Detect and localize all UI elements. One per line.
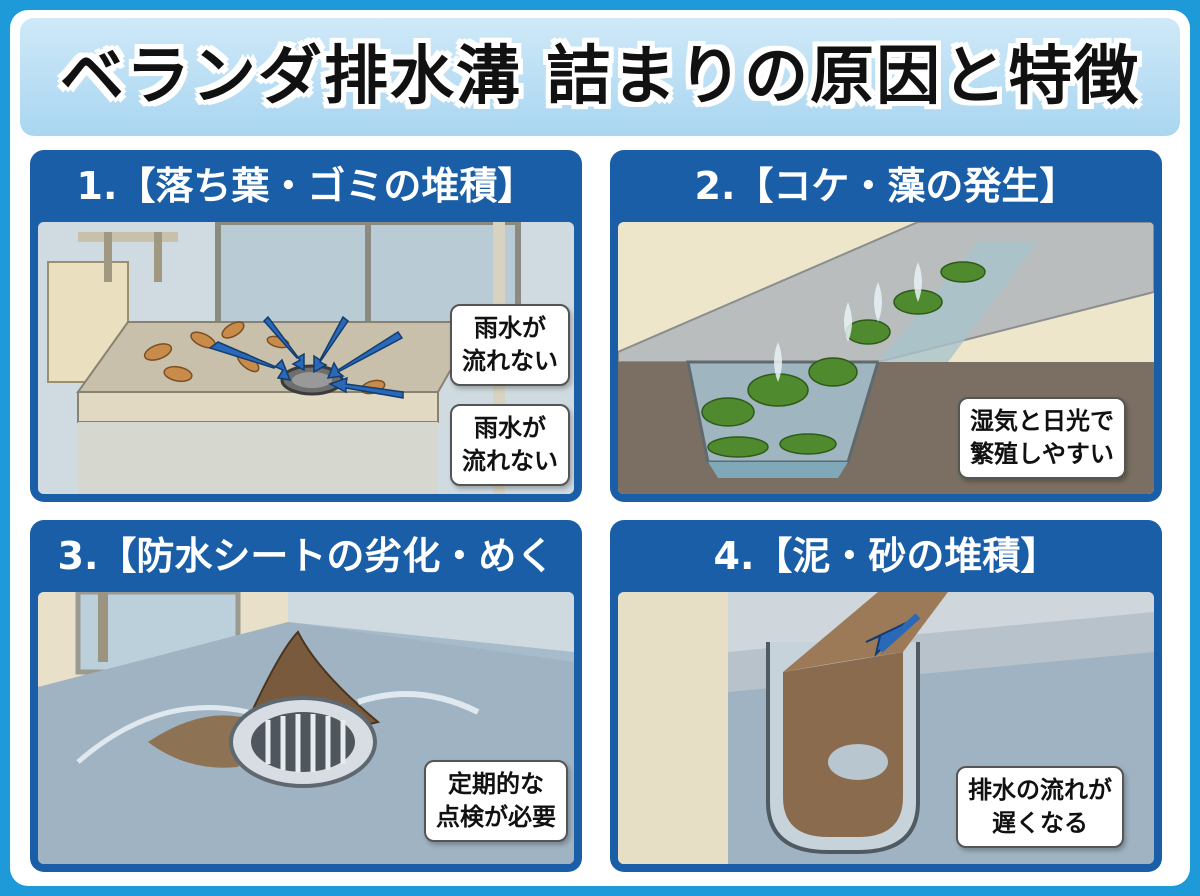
callout-rain-not-flowing-2: 雨水が 流れない <box>450 404 570 486</box>
fallen-leaves-illustration: 雨水が 流れない 雨水が 流れない <box>38 222 574 494</box>
mud-sand-illustration: 排水の流れが 遅くなる <box>618 592 1154 864</box>
page-title: ベランダ排水溝 詰まりの原因と特徴 <box>59 40 1141 114</box>
callout-line: 繁殖しやすい <box>970 440 1114 468</box>
callout-regular-inspection: 定期的な 点検が必要 <box>424 760 568 842</box>
u-gutter-scene <box>618 592 1154 864</box>
panel-header: 1.【落ち葉・ゴミの堆積】 <box>76 164 536 208</box>
callout-line: 湿気と日光で <box>970 407 1114 435</box>
callout-line: 点検が必要 <box>436 803 556 831</box>
panel-header: 4.【泥・砂の堆積】 <box>713 534 1059 578</box>
callout-line: 遅くなる <box>992 809 1088 837</box>
callout-rain-not-flowing-1: 雨水が 流れない <box>450 304 570 386</box>
panel-fallen-leaves: 1.【落ち葉・ゴミの堆積】 <box>30 150 582 502</box>
panel-header: 2.【コケ・藻の発生】 <box>694 164 1078 208</box>
panel-mud-sand: 4.【泥・砂の堆積】 排水の流れが 遅くなる <box>610 520 1162 872</box>
panel-waterproof-sheet: 3.【防水シートの劣化・めくれ】 定期的な <box>30 520 582 872</box>
panel-moss-algae: 2.【コケ・藻の発生】 <box>610 150 1162 502</box>
callout-line: 雨水が <box>474 414 546 442</box>
title-band: ベランダ排水溝 詰まりの原因と特徴 <box>20 18 1180 136</box>
callout-line: 排水の流れが <box>968 776 1112 804</box>
callout-line: 流れない <box>462 347 558 375</box>
callout-line: 雨水が <box>474 314 546 342</box>
callout-slow-drainage: 排水の流れが 遅くなる <box>956 766 1124 848</box>
gutter-scene <box>618 222 1154 494</box>
panel-header: 3.【防水シートの劣化・めくれ】 <box>57 534 555 650</box>
callout-humidity-sunlight: 湿気と日光で 繁殖しやすい <box>958 397 1126 479</box>
callout-line: 流れない <box>462 447 558 475</box>
moss-algae-illustration: 湿気と日光で 繁殖しやすい <box>618 222 1154 494</box>
waterproof-sheet-illustration: 定期的な 点検が必要 <box>38 592 574 864</box>
callout-line: 定期的な <box>448 770 544 798</box>
